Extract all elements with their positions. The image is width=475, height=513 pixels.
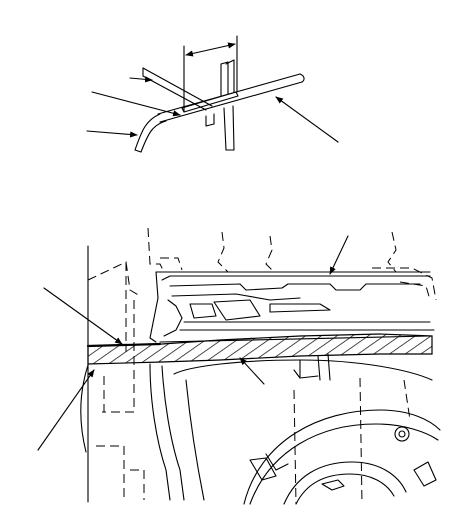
bent-strip xyxy=(134,113,167,153)
bottom-section-view xyxy=(37,227,441,505)
flat-bar xyxy=(157,73,305,123)
wheel-hub xyxy=(243,377,441,505)
leader-upper-right xyxy=(329,235,349,275)
leader-right xyxy=(275,96,339,143)
leader-left xyxy=(43,287,123,345)
wheel-arch xyxy=(149,353,433,501)
left-panel xyxy=(80,245,145,503)
top-profile xyxy=(147,227,437,301)
frame-rail xyxy=(149,271,435,343)
dimension-marker xyxy=(183,35,238,113)
hatched-seam xyxy=(86,333,433,365)
leader-lower-left xyxy=(86,130,138,138)
leader-upper-left xyxy=(91,91,181,117)
rail-upper xyxy=(142,67,213,111)
leader-upper-left-tip xyxy=(129,76,153,83)
leader-center xyxy=(239,357,265,385)
leader-lower-left xyxy=(37,369,95,451)
top-detail-view xyxy=(86,35,339,153)
upright-bracket xyxy=(205,59,235,151)
